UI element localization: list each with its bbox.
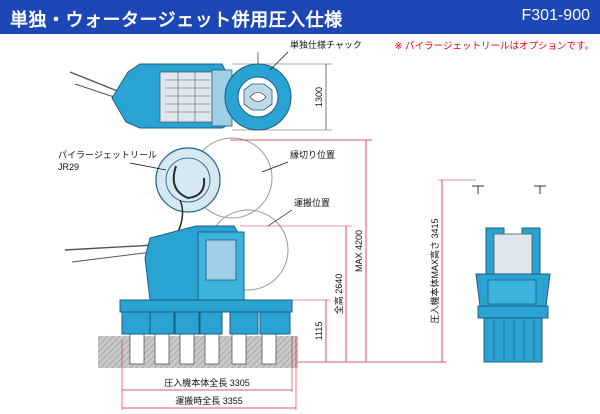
cutoff-label: 縁切り位置 [290,149,335,160]
max-height: MAX 4200 [354,230,364,272]
option-note: ※ パイラージェットリールはオプションです。 [394,41,594,52]
front-view [472,185,551,363]
length-dimensions: 圧入機本体全長 3305 運搬時全長 3355 [121,336,297,410]
machine-body [64,225,293,335]
lower-height: 1115 [314,322,324,341]
total-height: 全高 2640 [333,274,344,315]
side-dimensions: MAX 4200 全高 2640 1115 [230,139,446,363]
transport-length: 運搬時全長 3355 [175,395,243,406]
ground-left [98,336,108,368]
width-value: 1300 [314,87,324,107]
jet-reel [155,147,221,233]
front-height-dimension: 圧入機本体MAX高さ 3415 [429,179,476,362]
page-title: 単独・ウォータージェット併用圧入仕様 [10,10,343,30]
top-view [69,52,292,131]
side-height: 圧入機本体MAX高さ 3415 [429,218,440,323]
chuck-label: 単独仕様チャック [290,39,362,50]
reel-model: JR29 [58,162,79,172]
width-dimension: 1300 [232,63,332,131]
sheet-piles [129,329,277,365]
transport-label: 運搬位置 [294,197,330,208]
reel-label: パイラージェットリール [58,150,157,160]
header-bar: 単独・ウォータージェット併用圧入仕様 F301-900 [0,0,600,34]
body-length: 圧入機本体全長 3305 [164,377,250,388]
model-code: F301-900 [521,7,591,24]
